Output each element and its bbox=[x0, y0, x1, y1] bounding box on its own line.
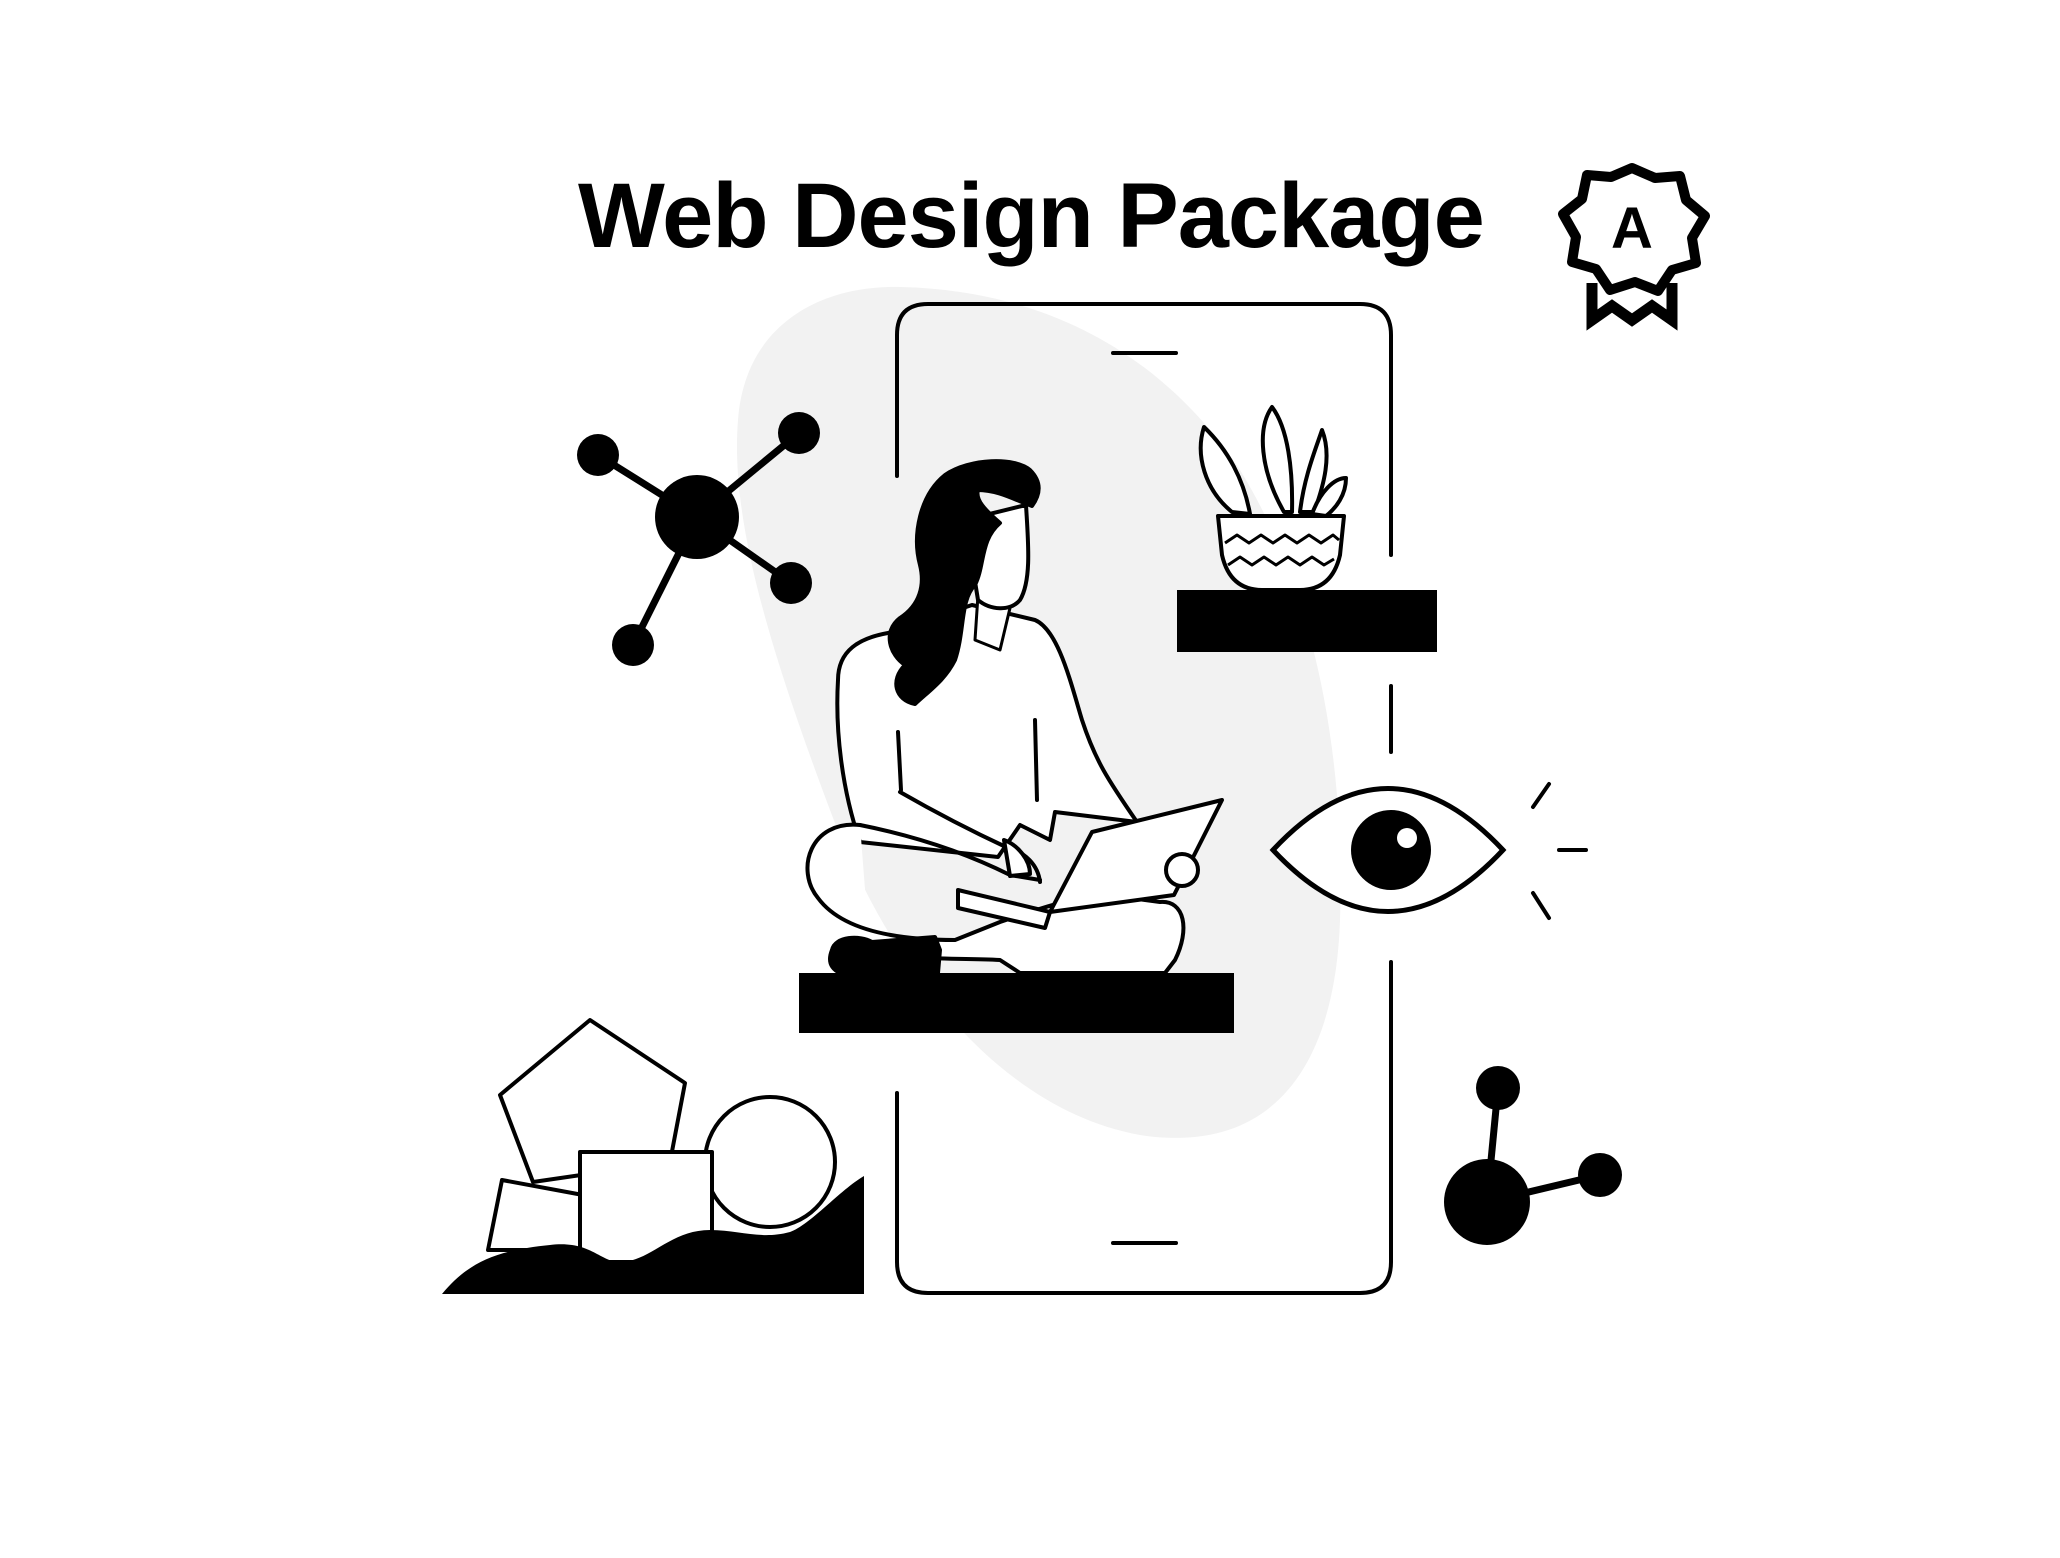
molecule-icon bbox=[1444, 1066, 1622, 1245]
eye-icon bbox=[1269, 782, 1588, 920]
molecule-icon bbox=[577, 412, 820, 666]
award-ribbon-icon: A bbox=[1558, 163, 1710, 331]
woman-with-laptop-illustration bbox=[805, 459, 1224, 975]
upper-shelf bbox=[1177, 590, 1437, 652]
geometric-shapes-icon bbox=[442, 1018, 864, 1294]
smartphone-icon bbox=[895, 302, 1393, 1295]
potted-plant-icon bbox=[1198, 405, 1348, 592]
badge-letter: A bbox=[1611, 196, 1653, 261]
page-title: Web Design Package bbox=[578, 165, 1485, 267]
lower-shelf bbox=[799, 973, 1234, 1033]
